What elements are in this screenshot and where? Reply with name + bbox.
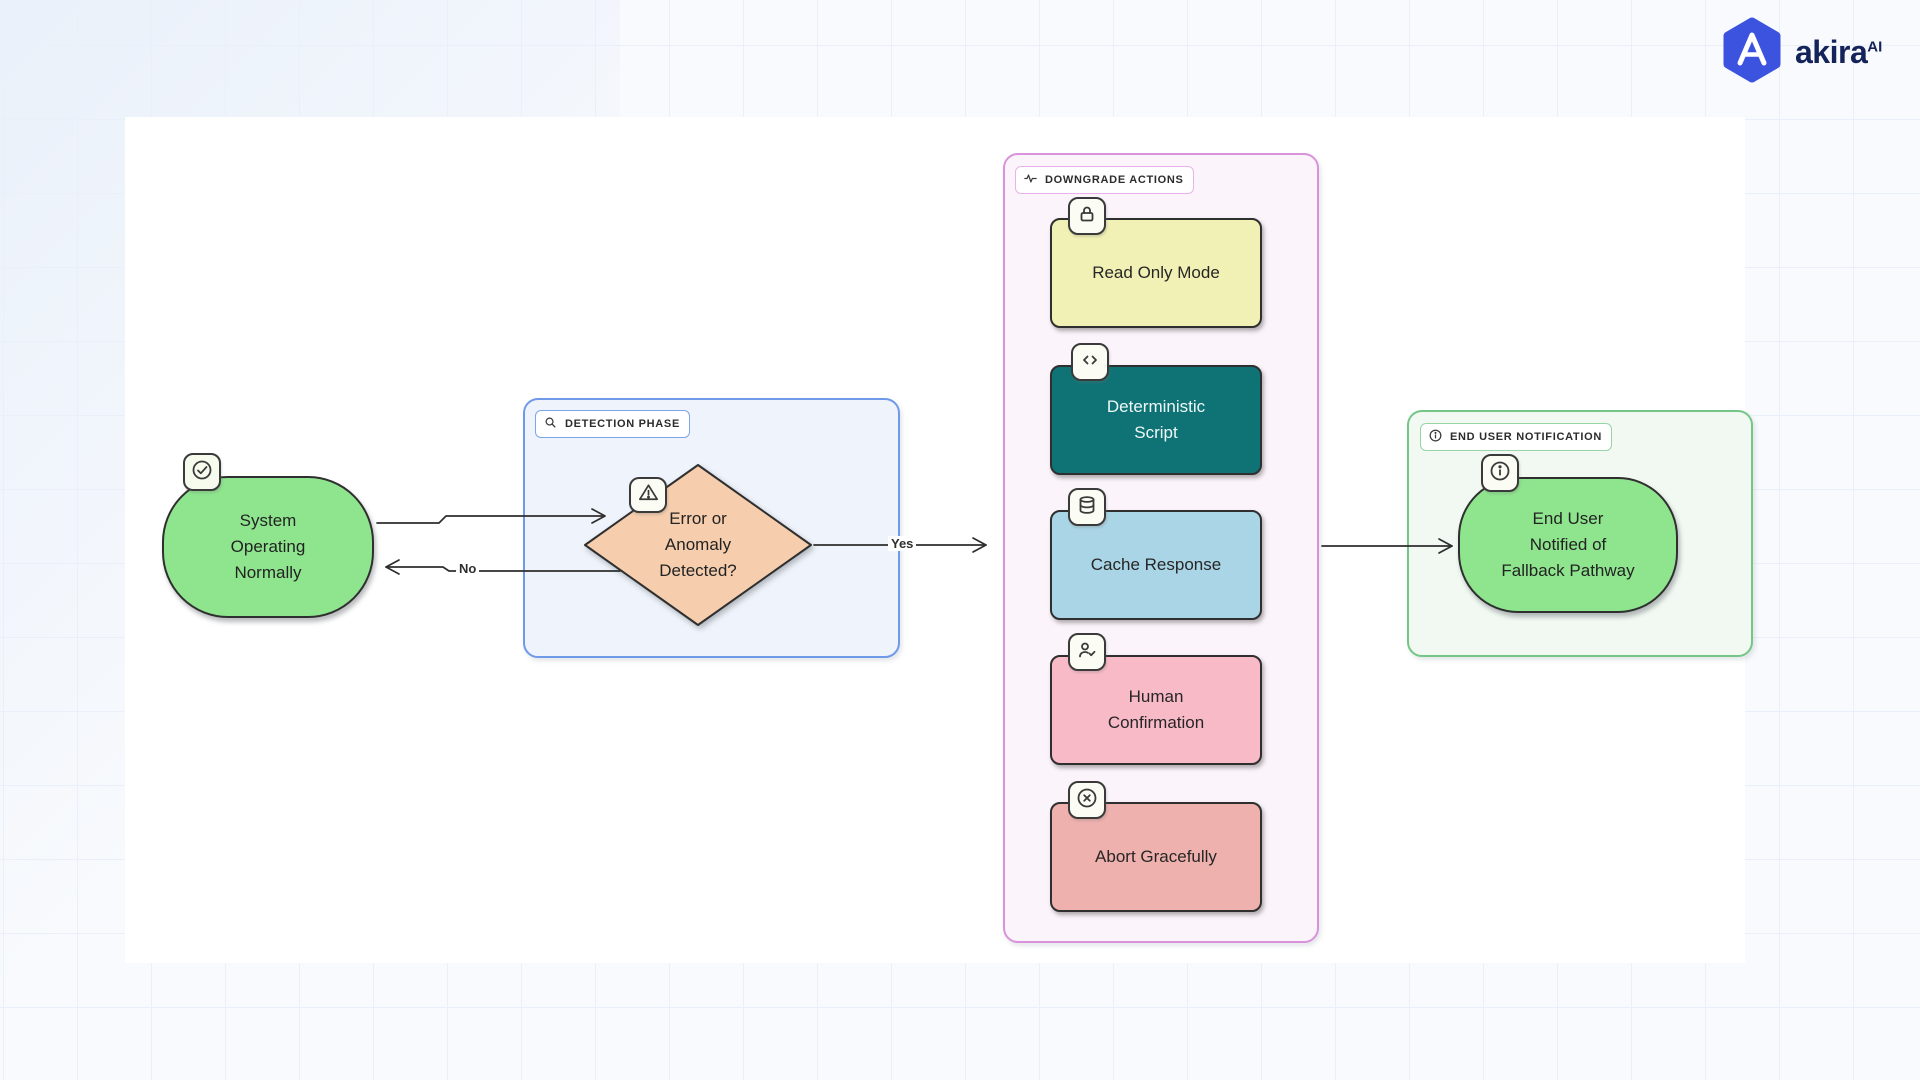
akira-hexagon-icon [1720,16,1784,89]
search-icon [543,415,558,433]
akira-ai-logo: akiraAI [1720,16,1882,89]
action-read-only-badge [1068,197,1106,235]
system-operating-node: System Operating Normally [162,476,374,618]
system-node-badge [183,453,221,491]
edge-label-no: No [456,561,480,576]
action-read-only-mode: Read Only Mode [1050,218,1262,328]
action-deterministic-badge [1071,343,1109,381]
action-cache-badge [1068,488,1106,526]
info-icon [1428,428,1443,446]
logo-wordmark: akiraAI [1795,34,1882,71]
info-circle-icon [1488,459,1512,488]
end-user-notification-title: END USER NOTIFICATION [1450,431,1602,443]
detection-phase-title: DETECTION PHASE [565,418,681,430]
end-user-node-badge [1481,454,1519,492]
database-icon [1075,493,1099,522]
decision-diamond-badge [629,477,667,513]
action-human-badge [1068,633,1106,671]
downgrade-actions-title: DOWNGRADE ACTIONS [1045,174,1184,186]
detection-phase-title-badge: DETECTION PHASE [535,410,691,438]
action-cache-response: Cache Response [1050,510,1262,620]
end-user-notified-node: End User Notified of Fallback Pathway [1458,477,1678,613]
downgrade-actions-title-badge: DOWNGRADE ACTIONS [1015,166,1194,194]
lock-icon [1075,202,1099,231]
logo-brand: akira [1795,34,1868,70]
alert-triangle-icon [637,481,660,509]
end-user-notification-title-badge: END USER NOTIFICATION [1420,423,1612,451]
x-circle-icon [1075,786,1099,815]
action-deterministic-script: Deterministic Script [1050,365,1262,475]
code-icon [1078,348,1102,377]
activity-icon [1023,171,1038,189]
logo-suffix: AI [1867,38,1883,56]
decision-diamond-label: Error or Anomaly Detected? [659,509,737,580]
user-check-icon [1075,638,1099,667]
edge-label-yes: Yes [888,536,917,551]
action-human-confirmation: Human Confirmation [1050,655,1262,765]
action-abort-gracefully: Abort Gracefully [1050,802,1262,912]
action-abort-badge [1068,781,1106,819]
check-circle-icon [190,458,214,487]
